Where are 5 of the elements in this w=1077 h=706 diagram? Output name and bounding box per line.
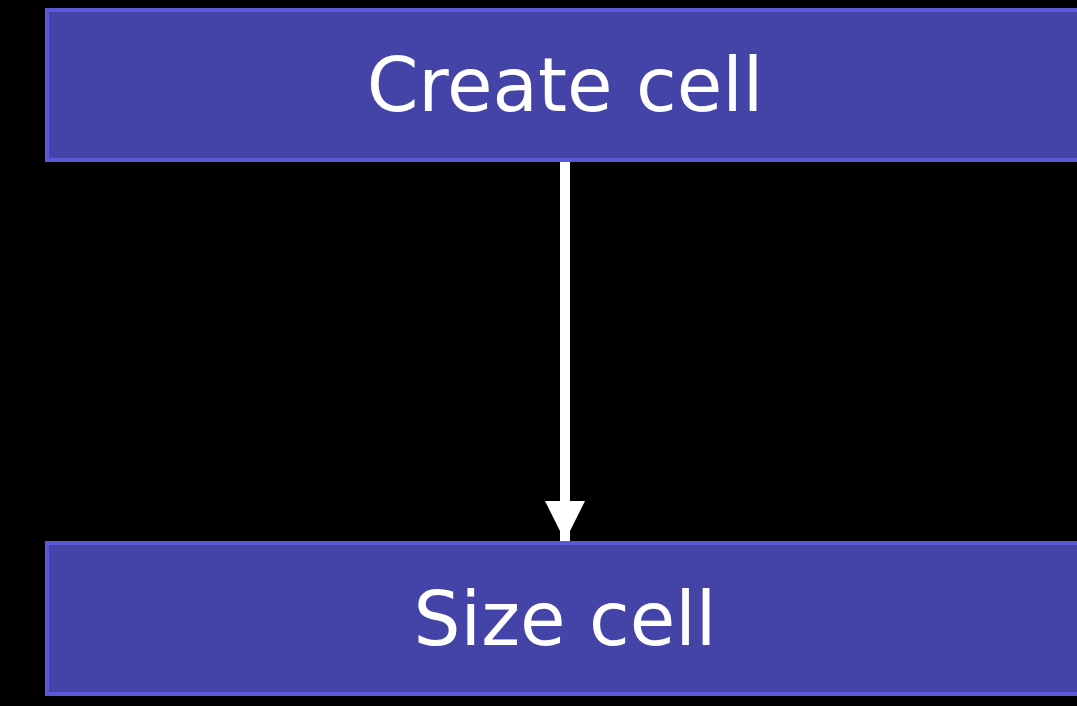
- box-label: Size cell: [413, 575, 717, 662]
- box-label: Create cell: [366, 42, 764, 128]
- process-box: [45, 8, 1077, 162]
- arrow: [545, 162, 585, 541]
- process-box: [45, 541, 1077, 696]
